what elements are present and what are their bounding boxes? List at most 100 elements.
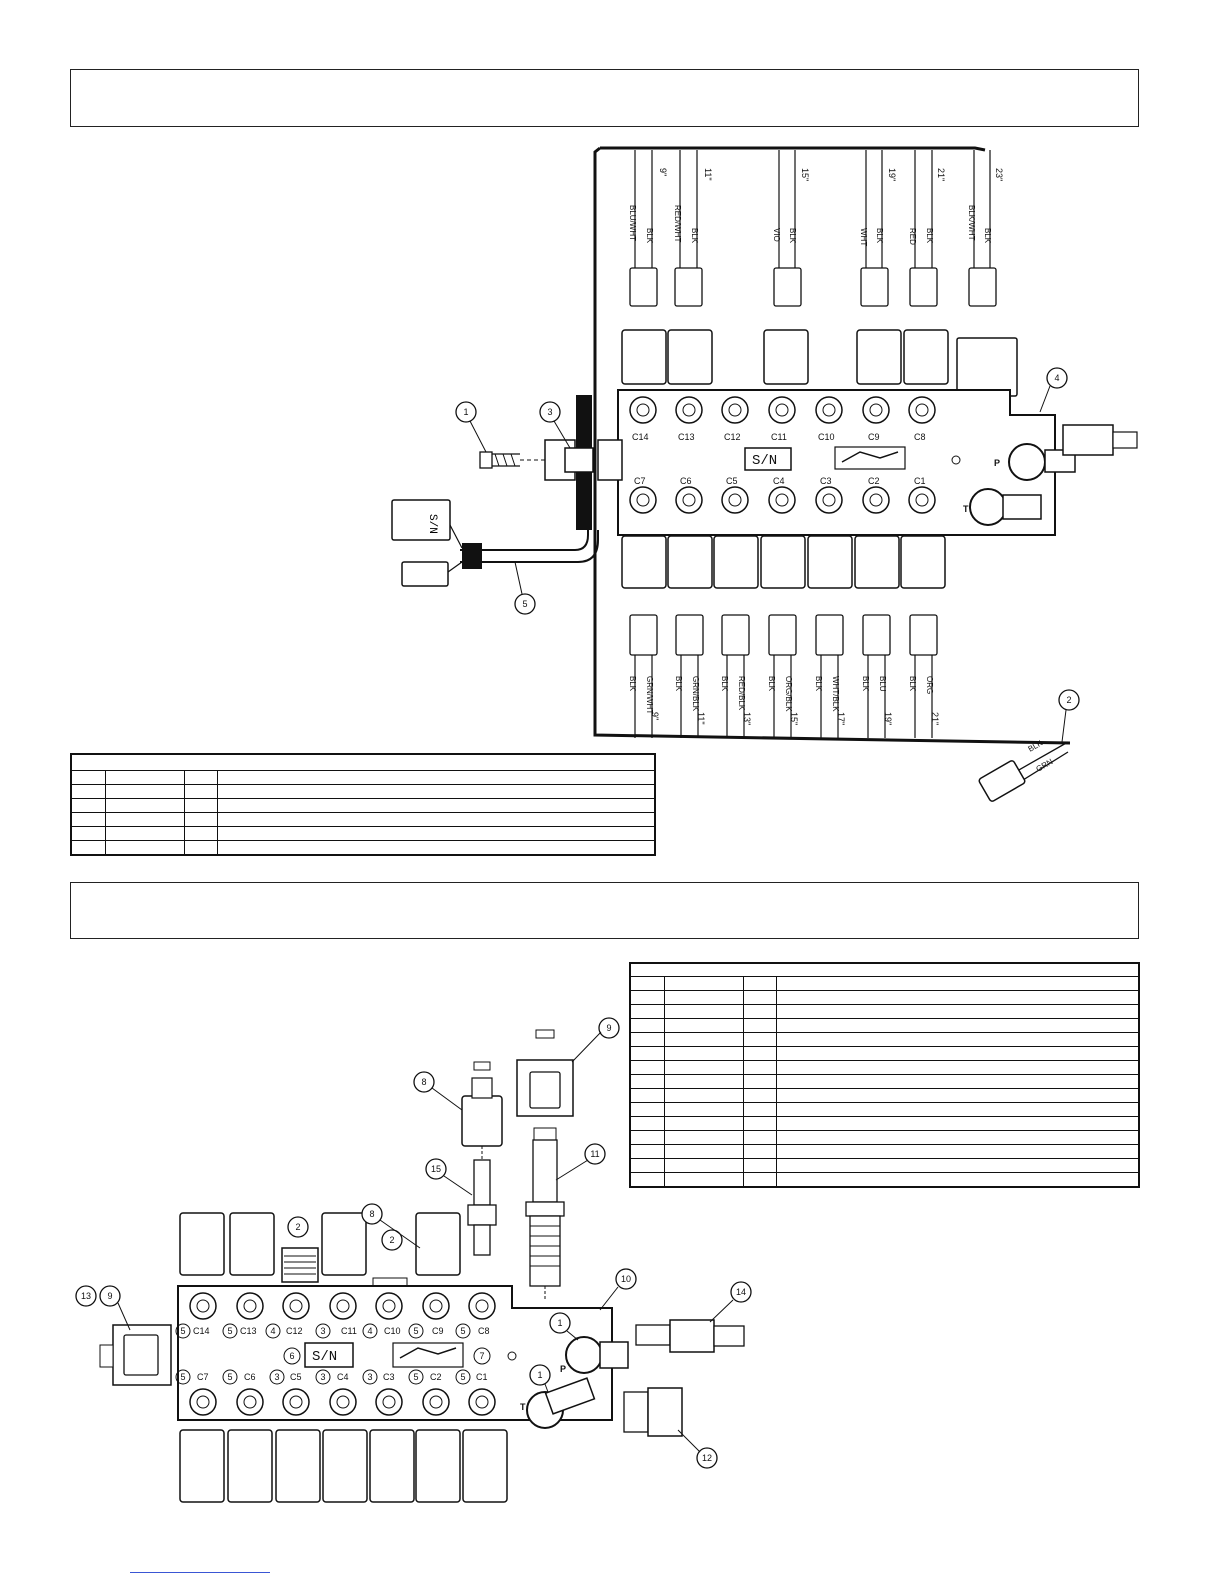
svg-text:BLK: BLK xyxy=(861,676,870,692)
svg-text:ORG/BLK: ORG/BLK xyxy=(784,676,793,712)
svg-text:C8: C8 xyxy=(478,1326,490,1336)
svg-text:C10: C10 xyxy=(818,432,835,442)
svg-text:13": 13" xyxy=(742,712,752,725)
svg-text:BLU: BLU xyxy=(878,676,887,692)
svg-text:C3: C3 xyxy=(820,476,832,486)
wire-length-label: 11" xyxy=(703,168,713,181)
svg-text:C2: C2 xyxy=(868,476,880,486)
svg-text:10: 10 xyxy=(621,1274,631,1284)
footer-link-line xyxy=(130,1572,270,1573)
svg-text:3: 3 xyxy=(320,1326,325,1336)
svg-text:RED/WHT: RED/WHT xyxy=(673,205,682,242)
svg-text:BLK: BLK xyxy=(983,228,992,244)
svg-text:7: 7 xyxy=(479,1351,484,1361)
svg-text:5: 5 xyxy=(413,1372,418,1382)
svg-text:21": 21" xyxy=(930,712,940,725)
svg-text:C11: C11 xyxy=(341,1326,357,1336)
svg-text:13: 13 xyxy=(81,1291,91,1301)
svg-text:C14: C14 xyxy=(632,432,649,442)
svg-text:BLK: BLK xyxy=(690,228,699,244)
svg-text:C14: C14 xyxy=(193,1326,210,1336)
svg-text:3: 3 xyxy=(367,1372,372,1382)
parts-table-bottom xyxy=(629,962,1140,1188)
svg-text:WHT/BLK: WHT/BLK xyxy=(831,676,840,712)
svg-text:19": 19" xyxy=(883,712,893,725)
svg-text:8: 8 xyxy=(421,1077,426,1087)
svg-text:C6: C6 xyxy=(244,1372,256,1382)
svg-text:BLK: BLK xyxy=(674,676,683,692)
svg-text:9": 9" xyxy=(650,712,660,720)
svg-text:8: 8 xyxy=(369,1209,374,1219)
svg-text:5: 5 xyxy=(460,1372,465,1382)
svg-text:C11: C11 xyxy=(771,432,787,442)
wire-length-label: 15" xyxy=(800,168,810,181)
svg-text:1: 1 xyxy=(463,407,468,417)
svg-text:5: 5 xyxy=(522,599,527,609)
svg-text:S/N: S/N xyxy=(752,453,777,469)
svg-text:2: 2 xyxy=(1066,695,1071,705)
svg-text:9: 9 xyxy=(107,1291,112,1301)
svg-text:C10: C10 xyxy=(384,1326,401,1336)
svg-text:BLU/WHT: BLU/WHT xyxy=(628,205,637,241)
svg-text:C1: C1 xyxy=(476,1372,488,1382)
svg-text:5: 5 xyxy=(180,1326,185,1336)
svg-text:S/N: S/N xyxy=(426,514,438,534)
svg-text:BLK: BLK xyxy=(720,676,729,692)
svg-text:2: 2 xyxy=(295,1222,300,1232)
svg-text:C13: C13 xyxy=(678,432,695,442)
svg-text:C9: C9 xyxy=(432,1326,444,1336)
svg-text:BLK/WHT: BLK/WHT xyxy=(967,205,976,241)
svg-text:RED: RED xyxy=(908,228,917,245)
svg-text:WHT: WHT xyxy=(859,228,868,246)
svg-text:6: 6 xyxy=(289,1351,294,1361)
svg-text:9: 9 xyxy=(606,1023,611,1033)
svg-text:12: 12 xyxy=(702,1453,712,1463)
svg-text:C9: C9 xyxy=(868,432,880,442)
svg-text:BLK: BLK xyxy=(645,228,654,244)
svg-text:VIO: VIO xyxy=(772,228,781,242)
svg-text:3: 3 xyxy=(547,407,552,417)
section-header-top xyxy=(70,69,1139,127)
svg-text:RED/BLK: RED/BLK xyxy=(737,676,746,711)
svg-text:C4: C4 xyxy=(337,1372,349,1382)
svg-text:BLK: BLK xyxy=(788,228,797,244)
svg-text:17": 17" xyxy=(836,712,846,725)
svg-text:C5: C5 xyxy=(726,476,738,486)
svg-text:1: 1 xyxy=(557,1318,562,1328)
svg-text:11: 11 xyxy=(590,1149,599,1159)
svg-text:5: 5 xyxy=(460,1326,465,1336)
svg-text:BLK: BLK xyxy=(767,676,776,692)
svg-text:BLK: BLK xyxy=(925,228,934,244)
svg-text:3: 3 xyxy=(274,1372,279,1382)
svg-text:C8: C8 xyxy=(914,432,926,442)
section-header-bottom xyxy=(70,882,1139,939)
svg-text:C2: C2 xyxy=(430,1372,442,1382)
svg-text:C12: C12 xyxy=(724,432,741,442)
svg-text:P: P xyxy=(994,458,1000,468)
svg-text:5: 5 xyxy=(227,1326,232,1336)
svg-text:GRN/BLK: GRN/BLK xyxy=(691,676,700,712)
svg-text:C13: C13 xyxy=(240,1326,257,1336)
svg-text:3: 3 xyxy=(320,1372,325,1382)
svg-text:C7: C7 xyxy=(197,1372,209,1382)
svg-text:P: P xyxy=(560,1364,566,1374)
svg-text:C3: C3 xyxy=(383,1372,395,1382)
svg-text:BLK: BLK xyxy=(875,228,884,244)
svg-text:1: 1 xyxy=(537,1370,542,1380)
svg-text:5: 5 xyxy=(180,1372,185,1382)
wire-length-label: 9" xyxy=(658,168,668,176)
svg-text:C4: C4 xyxy=(773,476,785,486)
svg-text:T: T xyxy=(963,504,969,514)
svg-text:BLK: BLK xyxy=(908,676,917,692)
svg-text:S/N: S/N xyxy=(312,1349,337,1365)
svg-text:4: 4 xyxy=(367,1326,372,1336)
svg-text:C1: C1 xyxy=(914,476,926,486)
svg-text:2: 2 xyxy=(389,1235,394,1245)
svg-text:C12: C12 xyxy=(286,1326,303,1336)
svg-text:4: 4 xyxy=(270,1326,275,1336)
svg-text:GRN/WHT: GRN/WHT xyxy=(645,676,654,714)
svg-text:C6: C6 xyxy=(680,476,692,486)
parts-table-top xyxy=(70,753,656,856)
